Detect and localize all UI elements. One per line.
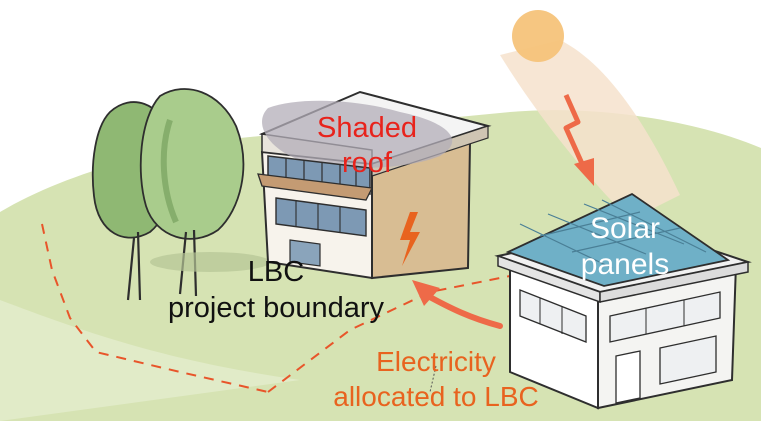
electricity-allocation-label: Electricity allocated to LBC bbox=[300, 348, 572, 411]
tree-front bbox=[139, 88, 245, 297]
electricity-label-line2: allocated to LBC bbox=[333, 381, 539, 412]
solar-panels-label-line1: Solar bbox=[589, 212, 661, 245]
curved-arrow-icon bbox=[412, 280, 503, 329]
ground-highlight bbox=[0, 300, 300, 421]
connector-line bbox=[429, 365, 437, 393]
shaded-roof-label: Shaded roof bbox=[302, 114, 432, 178]
solar-building bbox=[494, 192, 752, 410]
solar-panels-label-line2: panels bbox=[580, 248, 670, 281]
sun-icon bbox=[512, 10, 564, 62]
roof-shadow bbox=[262, 100, 453, 168]
project-boundary-label: LBC project boundary bbox=[136, 258, 416, 323]
electricity-label-line1: Electricity bbox=[376, 346, 496, 377]
project-boundary-label-line2: project boundary bbox=[167, 292, 385, 324]
shaded-roof-label-line1: Shaded bbox=[317, 112, 417, 144]
sun-beam bbox=[500, 40, 680, 220]
shaded-building bbox=[257, 90, 492, 280]
tree-shadow bbox=[150, 252, 270, 272]
lightning-bolt-icon bbox=[400, 212, 420, 266]
solar-panel-array bbox=[505, 192, 731, 287]
building-glazing-lower bbox=[275, 197, 367, 237]
shaded-roof-label-line2: roof bbox=[342, 147, 392, 179]
building-awning bbox=[257, 173, 373, 201]
project-boundary-line bbox=[41, 223, 521, 393]
project-boundary-label-line1: LBC bbox=[247, 256, 305, 288]
lightning-arrow-icon bbox=[563, 93, 594, 186]
solar-panels-label: Solar panels bbox=[566, 214, 684, 280]
